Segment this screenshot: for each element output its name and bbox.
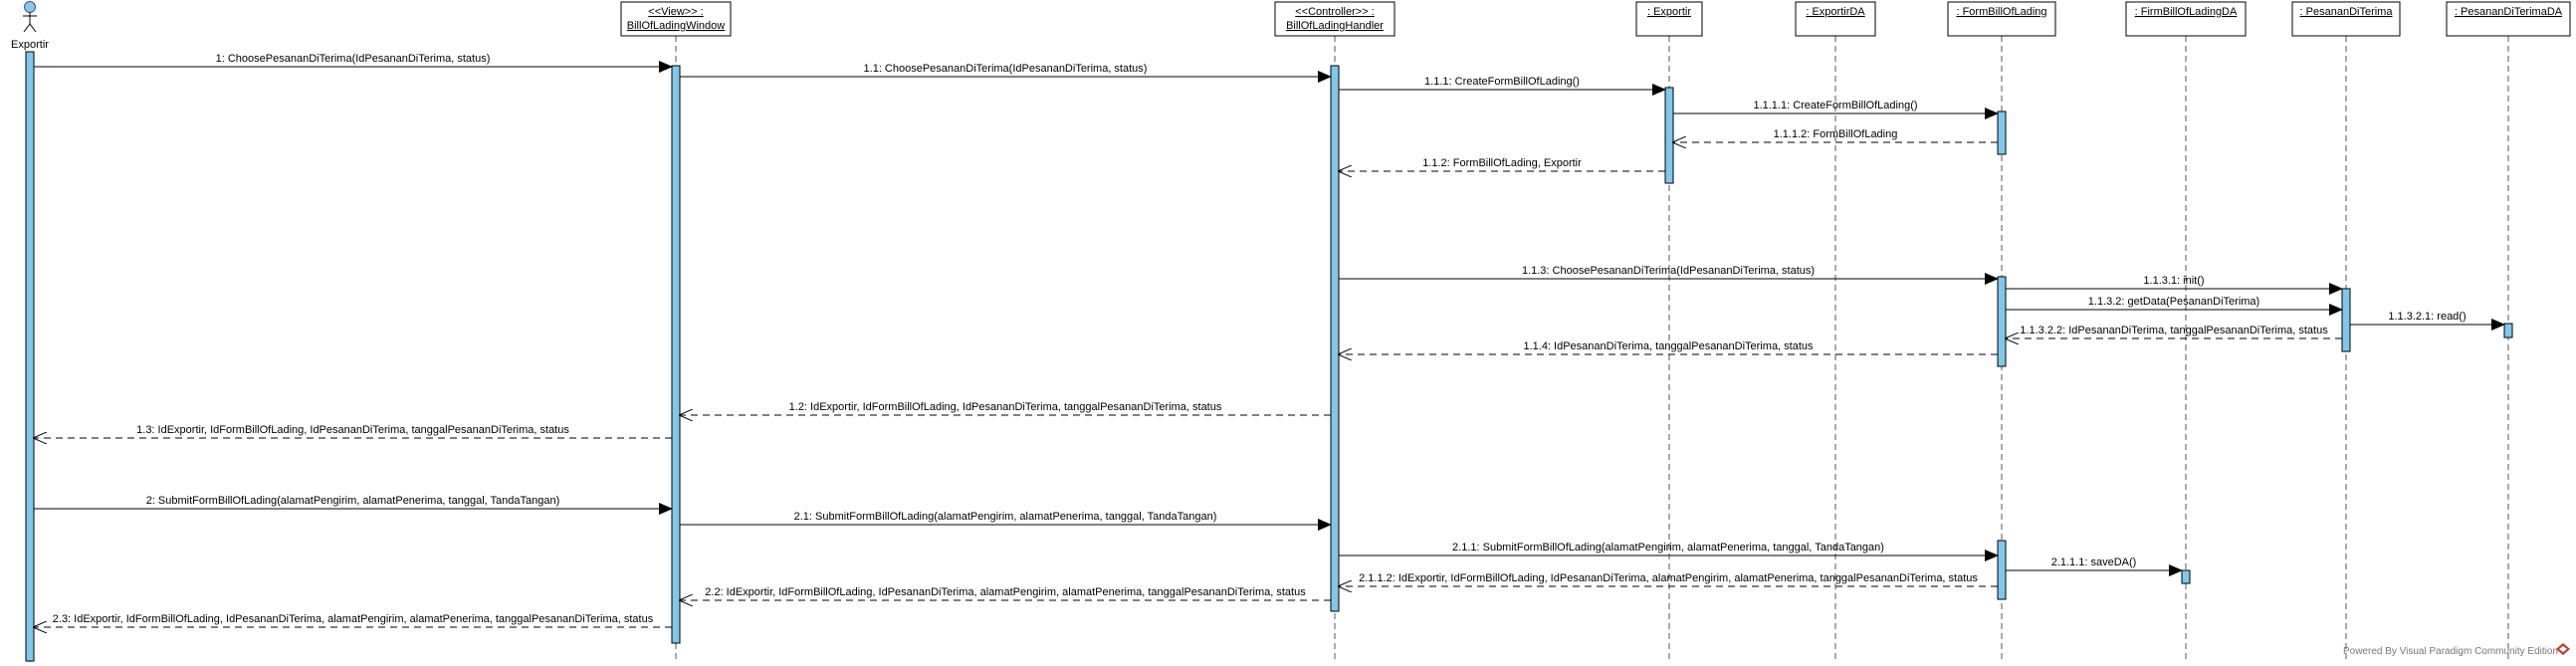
message-label: 2.1.1: SubmitFormBillOfLading(alamatPeng… [1452,542,1884,554]
actor-leg-left [23,23,31,33]
message-2[interactable]: 1.1: ChoosePesananDiTerima(IdPesananDiTe… [680,63,1332,83]
message-label: 2.1.1.1: saveDA() [2051,556,2137,568]
message-label: 1.1.3: ChoosePesananDiTerima(IdPesananDi… [1522,265,1815,277]
message-label: 2.3: IdExportir, IdFormBillOfLading, IdP… [53,613,654,625]
message-10[interactable]: 1.1.3.2.1: read() [2350,311,2505,331]
participant-formda-box [2125,1,2247,37]
participant-exportir[interactable]: : Exportir [1635,1,1703,37]
activation-form [1997,276,2007,367]
participant-window-line-1: <<View>> : [648,6,703,18]
participant-exportirda[interactable]: : ExportirDA [1795,1,1876,37]
participant-pesananda-line-1: : PesananDiTerimaDA [2455,6,2563,18]
participant-form-line-1: : FormBillOfLading [1956,6,2046,18]
message-label: 1.1.1.1: CreateFormBillOfLading() [1753,100,1917,111]
activation-form [1997,540,2007,600]
message-label: 1.1.1.2: FormBillOfLading [1774,128,1898,140]
message-label: 2.1.1.2: IdExportir, IdFormBillOfLading,… [1359,572,1978,584]
activation-pesanan [2341,288,2351,352]
participant-pesanan-box [2291,1,2401,37]
message-19[interactable]: 2.1.1.2: IdExportir, IdFormBillOfLading,… [1339,572,1998,586]
participant-window[interactable]: <<View>> : BillOfLadingWindow [620,1,732,37]
message-21[interactable]: 2.3: IdExportir, IdFormBillOfLading, IdP… [34,613,672,627]
activations [25,51,2513,662]
message-3[interactable]: 1.1.1: CreateFormBillOfLading() [1339,76,1666,96]
activation-exportir [1664,87,1674,184]
message-1[interactable]: 1: ChoosePesananDiTerima(IdPesananDiTeri… [34,53,673,73]
message-label: 1.2: IdExportir, IdFormBillOfLading, IdP… [789,401,1222,413]
participant-exportir-line-1: : Exportir [1647,6,1691,18]
message-label: 1.1.3.2: getData(PesananDiTerima) [2088,296,2259,308]
participant-exportir-box [1635,1,1703,37]
message-13[interactable]: 1.2: IdExportir, IdFormBillOfLading, IdP… [680,401,1331,415]
participant-pesananda-box [2446,1,2571,37]
actor-leg-right [29,23,37,33]
footer-text: Powered By Visual Paradigm Community Edi… [2343,646,2558,657]
message-label: 1: ChoosePesananDiTerima(IdPesananDiTeri… [216,53,491,65]
actor-head-icon [24,1,36,13]
message-20[interactable]: 2.2: IdExportir, IdFormBillOfLading, IdP… [680,586,1331,600]
messages: 1: ChoosePesananDiTerima(IdPesananDiTeri… [34,53,2505,627]
message-label: 2.1: SubmitFormBillOfLading(alamatPengir… [794,511,1217,523]
participant-form-box [1947,1,2056,37]
participant-handler-line-1: <<Controller>> : [1295,6,1375,18]
participant-exportirda-line-1: : ExportirDA [1806,6,1865,18]
lifelines [29,36,2509,662]
participant-formda[interactable]: : FirmBillOfLadingDA [2125,1,2247,37]
message-label: 1.1.1: CreateFormBillOfLading() [1424,76,1580,88]
activation-handler [1330,65,1340,612]
activation-actor [25,51,35,662]
participant-pesanan-line-1: : PesananDiTerima [2300,6,2394,18]
message-label: 2: SubmitFormBillOfLading(alamatPengirim… [146,495,560,507]
participant-pesananda[interactable]: : PesananDiTerimaDA [2446,1,2571,37]
message-18[interactable]: 2.1.1.1: saveDA() [2006,556,2183,576]
participant-window-box [620,1,732,37]
visual-paradigm-logo-icon [2556,643,2570,655]
message-8[interactable]: 1.1.3.1: init() [2006,275,2343,295]
participant-handler-line-2: BillOfLadingHandler [1286,20,1384,32]
message-17[interactable]: 2.1.1: SubmitFormBillOfLading(alamatPeng… [1339,542,1999,561]
message-label: 1.1.3.2.2: IdPesananDiTerima, tanggalPes… [2020,325,2328,336]
message-9[interactable]: 1.1.3.2: getData(PesananDiTerima) [2006,296,2343,316]
footer: Powered By Visual Paradigm Community Edi… [2343,643,2570,657]
message-5[interactable]: 1.1.1.2: FormBillOfLading [1673,128,1998,142]
message-15[interactable]: 2: SubmitFormBillOfLading(alamatPengirim… [34,495,673,515]
message-4[interactable]: 1.1.1.1: CreateFormBillOfLading() [1673,100,1999,119]
message-label: 1.3: IdExportir, IdFormBillOfLading, IdP… [136,424,569,436]
activation-formda [2181,569,2191,584]
participant-pesanan[interactable]: : PesananDiTerima [2291,1,2401,37]
message-label: 1.1.2: FormBillOfLading, Exportir [1422,157,1582,169]
message-11[interactable]: 1.1.3.2.2: IdPesananDiTerima, tanggalPes… [2006,325,2342,338]
actor-name: Exportir [11,39,49,51]
message-6[interactable]: 1.1.2: FormBillOfLading, Exportir [1339,157,1665,171]
participant-window-line-2: BillOfLadingWindow [627,20,725,32]
message-label: 1.1.3.1: init() [2143,275,2204,287]
participant-form[interactable]: : FormBillOfLading [1947,1,2056,37]
participant-formda-line-1: : FirmBillOfLadingDA [2135,6,2238,18]
activation-window [671,65,681,644]
message-label: 1.1.3.2.1: read() [2388,311,2466,323]
message-label: 1.1.4: IdPesananDiTerima, tanggalPesanan… [1523,340,1814,352]
message-label: 2.2: IdExportir, IdFormBillOfLading, IdP… [705,586,1306,598]
actor-exportir[interactable]: Exportir [11,1,49,52]
message-12[interactable]: 1.1.4: IdPesananDiTerima, tanggalPesanan… [1339,340,1998,354]
participant-handler-box [1274,1,1395,37]
message-14[interactable]: 1.3: IdExportir, IdFormBillOfLading, IdP… [34,424,672,438]
participant-handler[interactable]: <<Controller>> : BillOfLadingHandler [1274,1,1395,37]
participant-exportirda-box [1795,1,1876,37]
activation-form [1997,111,2007,155]
message-label: 1.1: ChoosePesananDiTerima(IdPesananDiTe… [864,63,1148,75]
message-7[interactable]: 1.1.3: ChoosePesananDiTerima(IdPesananDi… [1339,265,1999,285]
activation-pesananda [2503,323,2513,338]
message-16[interactable]: 2.1: SubmitFormBillOfLading(alamatPengir… [680,511,1332,531]
